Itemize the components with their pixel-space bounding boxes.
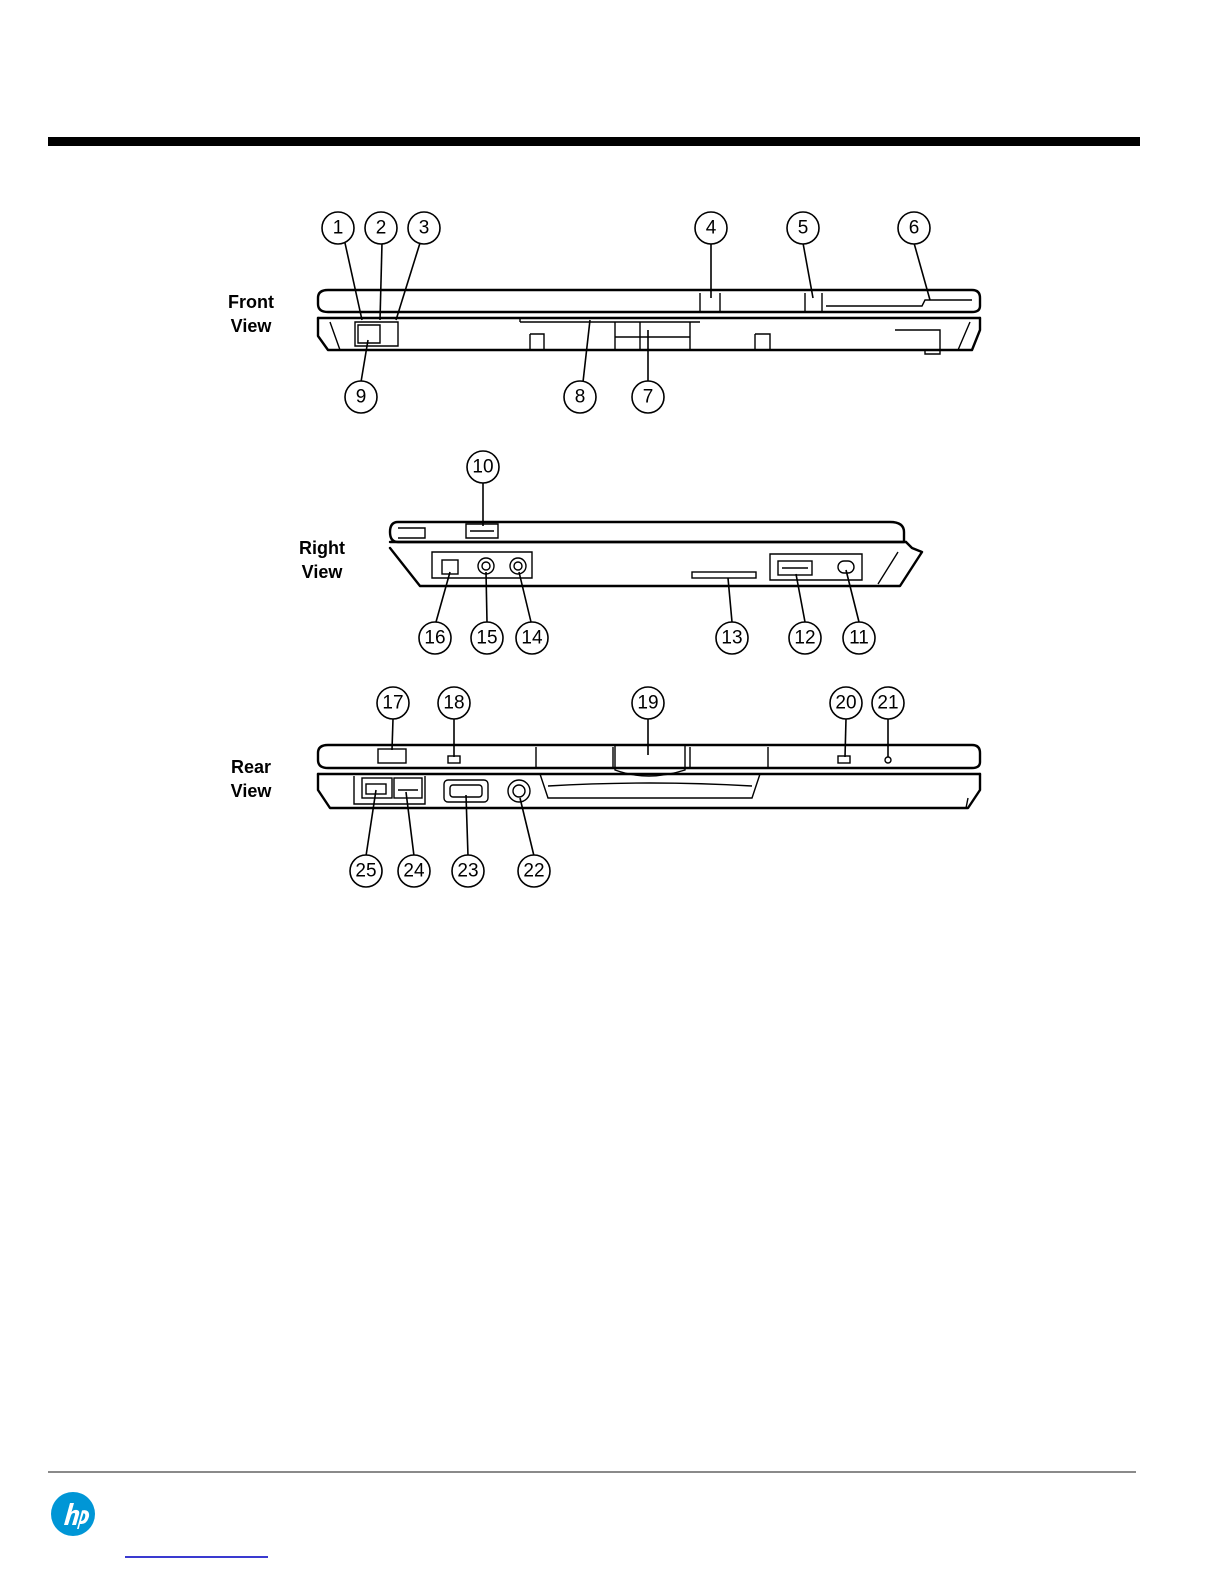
- callout-5: 5: [787, 212, 819, 244]
- svg-text:7: 7: [643, 387, 654, 408]
- svg-text:8: 8: [575, 387, 586, 408]
- svg-text:3: 3: [419, 218, 430, 239]
- callout-12: 12: [789, 622, 821, 654]
- callout-15: 15: [471, 622, 503, 654]
- callout-13: 13: [716, 622, 748, 654]
- callout-7: 7: [632, 381, 664, 413]
- svg-text:23: 23: [457, 861, 478, 882]
- svg-text:5: 5: [798, 218, 809, 239]
- callout-8: 8: [564, 381, 596, 413]
- callout-3: 3: [408, 212, 440, 244]
- svg-text:16: 16: [424, 628, 445, 649]
- callout-1: 1: [322, 212, 354, 244]
- callout-10: 10: [467, 451, 499, 483]
- svg-text:19: 19: [637, 693, 658, 714]
- callout-20: 20: [830, 687, 862, 719]
- hp-logo-icon: [50, 1491, 96, 1537]
- callout-18: 18: [438, 687, 470, 719]
- svg-text:18: 18: [443, 693, 464, 714]
- callout-24: 24: [398, 855, 430, 887]
- front-view-drawing: [318, 290, 980, 354]
- svg-text:24: 24: [403, 861, 425, 882]
- right-view-drawing: [390, 522, 922, 586]
- svg-text:11: 11: [849, 628, 869, 649]
- svg-text:25: 25: [355, 861, 376, 882]
- footer-link-underline[interactable]: [125, 1556, 268, 1558]
- callout-6: 6: [898, 212, 930, 244]
- callout-21: 21: [872, 687, 904, 719]
- svg-text:12: 12: [794, 628, 815, 649]
- svg-text:21: 21: [877, 693, 898, 714]
- callout-14: 14: [516, 622, 548, 654]
- svg-text:20: 20: [835, 693, 856, 714]
- svg-text:14: 14: [521, 628, 543, 649]
- callout-25: 25: [350, 855, 382, 887]
- svg-text:10: 10: [472, 457, 493, 478]
- svg-text:9: 9: [356, 387, 367, 408]
- callout-19: 19: [632, 687, 664, 719]
- callout-17: 17: [377, 687, 409, 719]
- svg-text:15: 15: [476, 628, 497, 649]
- svg-text:1: 1: [333, 218, 344, 239]
- svg-text:4: 4: [706, 218, 717, 239]
- svg-text:22: 22: [523, 861, 544, 882]
- rear-view-drawing: [318, 745, 980, 808]
- callout-23: 23: [452, 855, 484, 887]
- callout-22: 22: [518, 855, 550, 887]
- laptop-views-diagram: 1 2 3 4 5 6 9 8 7 10 16 15 14 13: [0, 0, 1224, 960]
- footer-rule: [48, 1471, 1136, 1473]
- callout-2: 2: [365, 212, 397, 244]
- svg-text:2: 2: [376, 218, 387, 239]
- callout-4: 4: [695, 212, 727, 244]
- callout-16: 16: [419, 622, 451, 654]
- svg-text:6: 6: [909, 218, 920, 239]
- svg-text:17: 17: [382, 693, 403, 714]
- svg-text:13: 13: [721, 628, 742, 649]
- callout-11: 11: [843, 622, 875, 654]
- callout-9: 9: [345, 381, 377, 413]
